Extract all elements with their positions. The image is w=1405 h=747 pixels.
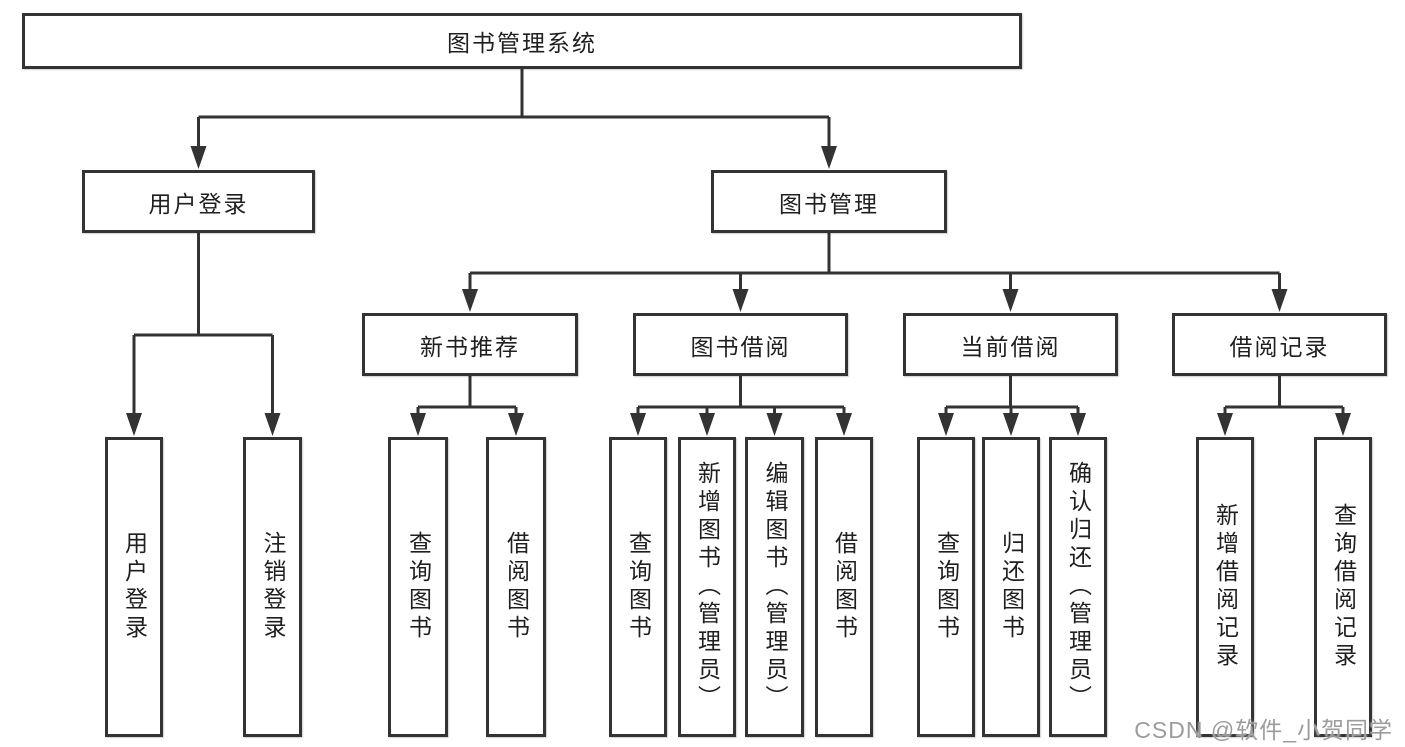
leaf-label: 查询图书 xyxy=(625,531,652,643)
leaf-label: 查询借阅记录 xyxy=(1330,503,1357,671)
leaf-query-books-recommend: 查询图书 xyxy=(388,437,448,737)
leaf-label: 借阅图书 xyxy=(503,531,530,643)
arrowhead xyxy=(1271,289,1288,312)
node-library-management-system: 图书管理系统 xyxy=(22,13,1022,69)
leaf-label: 确认归还（管理员） xyxy=(1065,461,1092,713)
leaf-add-borrow-record: 新增借阅记录 xyxy=(1196,437,1254,737)
leaf-label: 注销登录 xyxy=(260,531,286,643)
leaf-edit-books-admin: 编辑图书（管理员） xyxy=(745,437,804,737)
leaf-label: 借阅图书 xyxy=(831,531,858,643)
node-label: 用户登录 xyxy=(148,190,249,217)
node-label: 图书管理 xyxy=(779,190,879,217)
arrowhead xyxy=(630,413,646,436)
leaf-borrow-books: 借阅图书 xyxy=(815,437,873,737)
arrowhead xyxy=(1070,413,1086,436)
leaf-logout: 注销登录 xyxy=(243,437,302,737)
leaf-borrow-books-recommend: 借阅图书 xyxy=(486,437,546,737)
arrowhead xyxy=(190,146,207,169)
node-label: 当前借阅 xyxy=(960,333,1061,360)
leaf-confirm-return-admin: 确认归还（管理员） xyxy=(1049,437,1107,737)
node-user-login: 用户登录 xyxy=(82,170,315,233)
node-book-management: 图书管理 xyxy=(711,170,947,233)
node-label: 图书管理系统 xyxy=(447,30,597,56)
arrowhead xyxy=(1335,413,1351,436)
node-new-book-recommendation: 新书推荐 xyxy=(362,313,578,376)
node-book-borrowing: 图书借阅 xyxy=(633,313,848,376)
node-current-borrowing: 当前借阅 xyxy=(903,313,1118,376)
arrowhead xyxy=(732,289,749,312)
arrowheads xyxy=(126,146,1351,436)
leaf-return-books: 归还图书 xyxy=(982,437,1040,737)
leaf-label: 编辑图书（管理员） xyxy=(762,461,788,713)
arrowhead xyxy=(766,413,783,436)
leaf-query-books-current: 查询图书 xyxy=(917,437,975,737)
node-label: 图书借阅 xyxy=(690,333,791,360)
leaf-query-books-borrowing: 查询图书 xyxy=(609,437,667,737)
arrowhead xyxy=(1003,413,1019,436)
leaf-user-login: 用户登录 xyxy=(105,437,163,737)
arrowhead xyxy=(264,413,281,436)
leaf-label: 用户登录 xyxy=(121,531,148,643)
leaf-label: 新增图书（管理员） xyxy=(694,461,721,713)
leaf-label: 归还图书 xyxy=(998,531,1025,643)
arrowhead xyxy=(462,289,478,312)
leaf-query-borrow-record: 查询借阅记录 xyxy=(1314,437,1372,737)
leaf-add-books-admin: 新增图书（管理员） xyxy=(678,437,736,737)
arrowhead xyxy=(836,413,852,436)
arrowhead xyxy=(508,413,524,436)
leaf-label: 查询图书 xyxy=(405,531,432,643)
arrowhead xyxy=(126,413,142,436)
arrowhead xyxy=(938,413,954,436)
arrowhead xyxy=(1002,289,1019,312)
node-label: 新书推荐 xyxy=(420,333,520,360)
arrowhead xyxy=(1217,413,1233,436)
leaf-label: 查询图书 xyxy=(933,531,960,643)
arrowhead xyxy=(821,146,837,169)
node-borrowing-records: 借阅记录 xyxy=(1172,313,1387,376)
csdn-watermark: CSDN @软件_小贺同学 xyxy=(1134,717,1393,743)
leaf-label: 新增借阅记录 xyxy=(1212,503,1239,671)
arrowhead xyxy=(699,413,715,436)
arrowhead xyxy=(410,413,426,436)
tree-connector-path xyxy=(132,69,1345,414)
node-label: 借阅记录 xyxy=(1229,333,1330,360)
